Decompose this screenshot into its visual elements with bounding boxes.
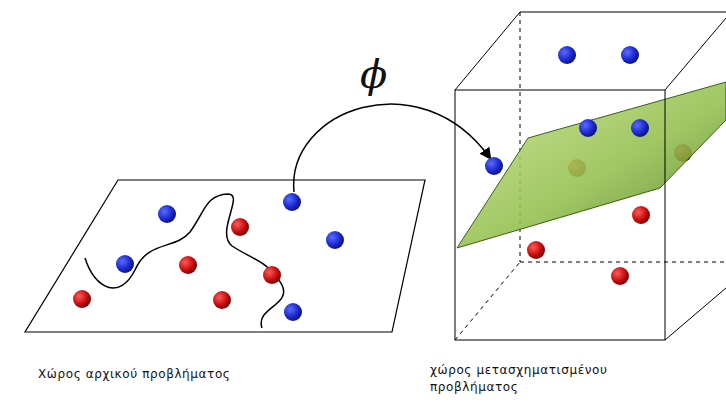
blue-point (158, 205, 176, 223)
blue-point (631, 119, 649, 137)
red-point (213, 291, 231, 309)
red-point (527, 241, 545, 259)
blue-point (326, 231, 344, 249)
feature-space-caption: χώρος μετασχηματισμένου προβλήματος (430, 362, 635, 396)
red-point (73, 290, 91, 308)
separating-plane (457, 82, 726, 248)
blue-point (558, 46, 576, 64)
input-space-caption: Χώρος αρχικού προβλήματος (38, 366, 338, 383)
cube-front-face (455, 90, 665, 340)
input-plane (25, 180, 425, 332)
blue-point (579, 119, 597, 137)
cube-edges (455, 12, 726, 340)
red-point (632, 206, 650, 224)
blue-point (485, 157, 503, 175)
cube-hidden-edges (455, 12, 726, 340)
blue-point (621, 46, 639, 64)
red-point (611, 267, 629, 285)
red-point (263, 266, 281, 284)
blue-point (284, 303, 302, 321)
decision-curve (85, 194, 284, 328)
red-point (179, 256, 197, 274)
mapping-arrow (294, 104, 490, 192)
input-points (73, 193, 344, 321)
blue-point (283, 193, 301, 211)
red-point (231, 218, 249, 236)
blue-point (116, 255, 134, 273)
mapping-symbol: ϕ (360, 52, 387, 96)
